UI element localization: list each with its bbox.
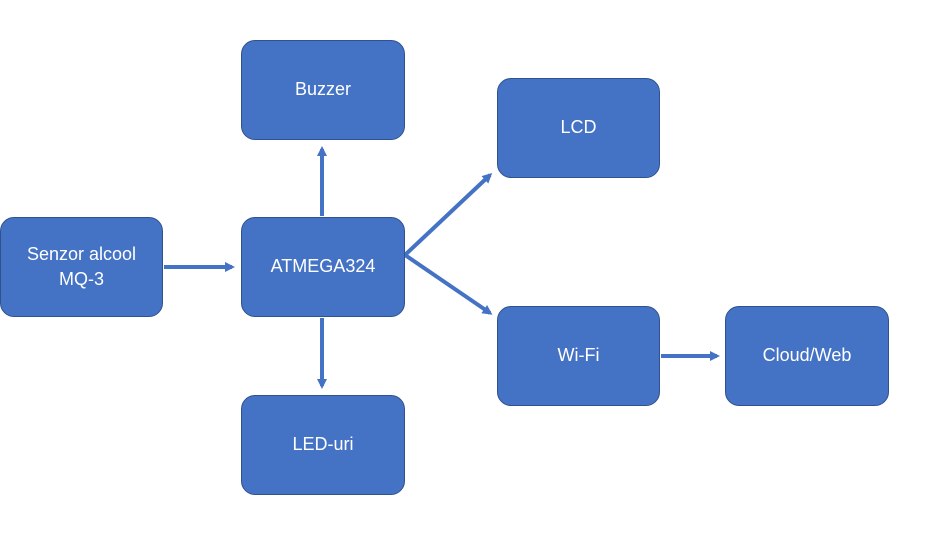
node-label: Wi-Fi bbox=[557, 345, 600, 366]
node-label: Cloud/Web bbox=[762, 345, 852, 366]
node-cloud-web: Cloud/Web bbox=[725, 306, 889, 406]
node-wifi: Wi-Fi bbox=[497, 306, 660, 406]
node-atmega324: ATMEGA324 bbox=[241, 217, 405, 317]
node-label: LCD bbox=[560, 117, 597, 138]
arrow-atmega-to-wifi bbox=[403, 253, 493, 315]
node-lcd: LCD bbox=[497, 78, 660, 178]
node-label: Senzor alcool MQ-3 bbox=[26, 243, 137, 289]
node-buzzer: Buzzer bbox=[241, 40, 405, 140]
node-label: LED-uri bbox=[292, 434, 354, 455]
node-label: ATMEGA324 bbox=[270, 256, 376, 277]
node-label: Buzzer bbox=[294, 79, 352, 100]
node-led-uri: LED-uri bbox=[241, 395, 405, 495]
node-senzor-alcool: Senzor alcool MQ-3 bbox=[0, 217, 163, 317]
arrow-atmega-to-lcd bbox=[403, 172, 493, 257]
